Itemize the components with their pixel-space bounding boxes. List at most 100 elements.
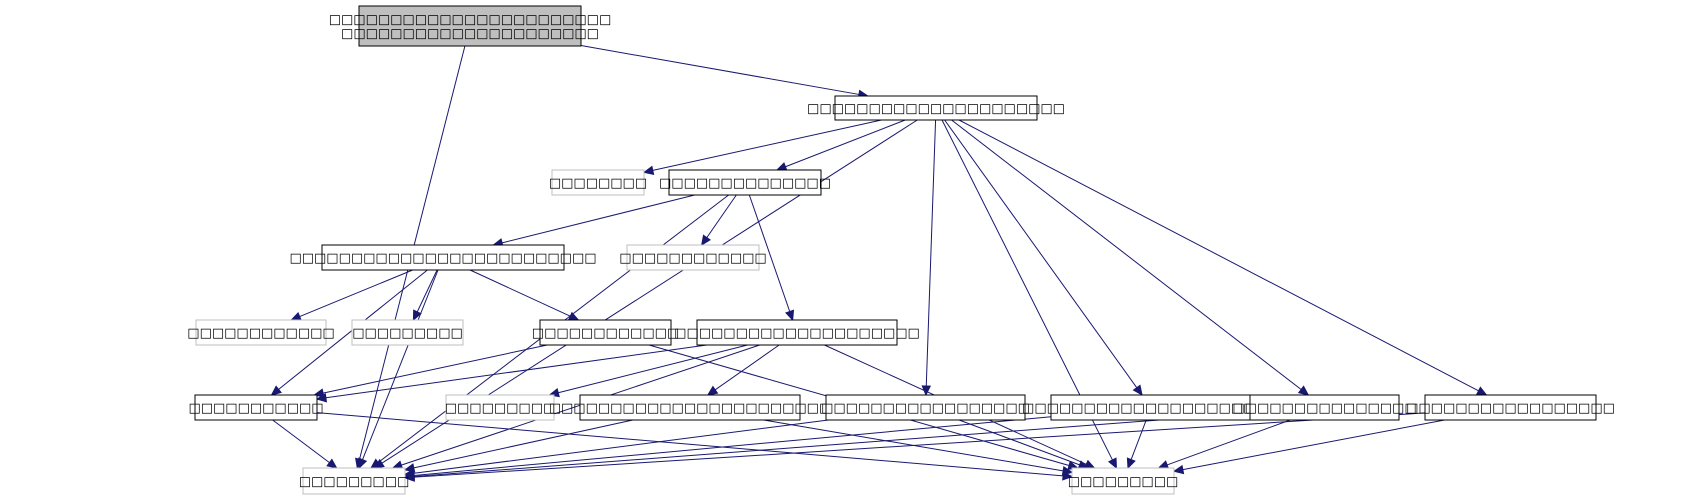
node-n12[interactable]: □□□□□□□□□□□□□□□□□□□□□□□ xyxy=(549,394,832,421)
arrowhead-n9-to-n12 xyxy=(706,385,719,396)
node-label-root-line-1: □□□□□□□□□□□□□□□□□□□□□ xyxy=(341,27,599,42)
arrowhead-n1-to-n3 xyxy=(775,162,788,171)
node-box-n17[interactable] xyxy=(302,467,406,495)
node-n18[interactable]: □□□□□□□□□ xyxy=(1068,467,1179,495)
edge-n4-to-n6 xyxy=(299,269,413,318)
edge-n12-to-n17 xyxy=(413,419,633,469)
node-box-n1[interactable] xyxy=(834,95,1038,121)
node-layer: □□□□□□□□□□□□□□□□□□□□□□□□□□□□□□□□□□□□□□□□… xyxy=(187,5,1615,495)
arrowhead-n16-to-n17 xyxy=(403,472,415,482)
node-label-root-line-0: □□□□□□□□□□□□□□□□□□□□□□□ xyxy=(329,13,612,28)
node-label-n2-line-0: □□□□□□□□ xyxy=(549,176,647,191)
edge-n9-to-n12 xyxy=(714,344,780,391)
node-box-n12[interactable] xyxy=(579,394,801,421)
node-label-n17-line-0: □□□□□□□□□ xyxy=(299,475,410,490)
edge-n1-to-n13 xyxy=(925,119,937,387)
node-label-n7-line-0: □□□□□□□□□ xyxy=(352,326,463,341)
edge-n10-to-n17 xyxy=(272,419,330,464)
node-n9[interactable]: □□□□□□□□□□□□□□□□□□□□ xyxy=(674,319,920,346)
node-box-root[interactable] xyxy=(358,5,582,47)
node-box-n15[interactable] xyxy=(1249,394,1400,421)
edge-n15-to-n17 xyxy=(413,412,1251,477)
arrowhead-n4-to-n8 xyxy=(567,311,580,321)
node-box-n10[interactable] xyxy=(194,394,318,421)
edge-n14-to-n17 xyxy=(413,416,1052,476)
node-label-n10-line-0: □□□□□□□□□□□ xyxy=(188,401,323,416)
edge-n9-to-n10 xyxy=(325,344,707,399)
edge-n13-to-n17 xyxy=(413,419,829,474)
node-box-n6[interactable] xyxy=(195,319,327,346)
arrowhead-n1-to-n2 xyxy=(642,165,655,175)
edge-n1-to-n3 xyxy=(785,119,906,168)
arrowhead-n4-to-n7 xyxy=(412,309,422,322)
arrowhead-n3-to-n5 xyxy=(700,234,711,247)
node-n14[interactable]: □□□□□□□□□□□□□□□□□□□□□ xyxy=(1022,394,1280,421)
node-label-n3-line-0: □□□□□□□□□□□□□□ xyxy=(659,176,831,191)
node-label-n16-line-0: □□□□□□□□□□□□□□□□□ xyxy=(1406,401,1615,416)
arrowhead-n3-to-n9 xyxy=(785,309,795,322)
node-n17[interactable]: □□□□□□□□□ xyxy=(299,467,410,495)
node-n5[interactable]: □□□□□□□□□□□□ xyxy=(619,244,767,271)
node-label-n1-line-0: □□□□□□□□□□□□□□□□□□□□□ xyxy=(807,102,1065,117)
node-box-n18[interactable] xyxy=(1071,467,1175,495)
node-label-n5-line-0: □□□□□□□□□□□□ xyxy=(619,251,766,266)
node-label-n12-line-0: □□□□□□□□□□□□□□□□□□□□□□□ xyxy=(549,401,832,416)
node-box-n7[interactable] xyxy=(351,319,464,346)
edge-n1-to-n2 xyxy=(652,119,882,171)
node-label-n14-line-0: □□□□□□□□□□□□□□□□□□□□□ xyxy=(1022,401,1280,416)
edge-n9-to-n11 xyxy=(558,344,748,394)
node-n7[interactable]: □□□□□□□□□ xyxy=(351,319,464,346)
node-box-n11[interactable] xyxy=(445,394,555,421)
node-label-n4-line-0: □□□□□□□□□□□□□□□□□□□□□□□□□ xyxy=(289,251,596,266)
edge-n4-to-n8 xyxy=(469,269,571,317)
edge-n3-to-n5 xyxy=(706,194,737,238)
arrowhead-n1-to-n14 xyxy=(1132,384,1143,397)
arrowhead-n16-to-n18 xyxy=(1172,464,1185,475)
node-n8[interactable]: □□□□□□□□□□□□ xyxy=(532,319,679,346)
node-box-n4[interactable] xyxy=(321,244,565,271)
node-n11[interactable]: □□□□□□□□□ xyxy=(445,394,556,421)
node-n1[interactable]: □□□□□□□□□□□□□□□□□□□□□ xyxy=(807,95,1065,121)
arrowhead-n3-to-n17 xyxy=(370,458,382,469)
arrowhead-n4-to-n10 xyxy=(270,385,282,396)
node-root[interactable]: □□□□□□□□□□□□□□□□□□□□□□□□□□□□□□□□□□□□□□□□… xyxy=(329,5,612,47)
arrowhead-n14-to-n18 xyxy=(1126,457,1136,470)
arrowhead-n9-to-n10 xyxy=(315,393,328,403)
node-box-n16[interactable] xyxy=(1424,394,1597,421)
node-label-n6-line-0: □□□□□□□□□□□□ xyxy=(187,326,334,341)
node-n16[interactable]: □□□□□□□□□□□□□□□□□ xyxy=(1406,394,1615,421)
node-box-n3[interactable] xyxy=(668,169,822,196)
edge-n4-to-n17 xyxy=(362,269,439,460)
arrowhead-n4-to-n17 xyxy=(358,457,368,470)
node-n15[interactable]: □□□□□□□□□□□□□□□ xyxy=(1232,394,1417,421)
arrowhead-n1-to-n18 xyxy=(1107,457,1118,470)
edge-n4-to-n7 xyxy=(416,269,438,313)
node-box-n8[interactable] xyxy=(539,319,672,346)
node-n4[interactable]: □□□□□□□□□□□□□□□□□□□□□□□□□ xyxy=(289,244,597,271)
edge-n15-to-n18 xyxy=(1166,419,1291,466)
node-n6[interactable]: □□□□□□□□□□□□ xyxy=(187,319,335,346)
edge-n1-to-n16 xyxy=(958,119,1479,392)
edge-n1-to-n15 xyxy=(951,119,1302,390)
arrowhead-n4-to-n6 xyxy=(290,311,302,321)
node-n3[interactable]: □□□□□□□□□□□□□□ xyxy=(659,169,831,196)
arrowhead-n12-to-n18 xyxy=(1061,466,1074,476)
node-box-n9[interactable] xyxy=(696,319,898,346)
arrowhead-n10-to-n17 xyxy=(326,458,338,469)
node-n2[interactable]: □□□□□□□□ xyxy=(549,169,647,196)
node-box-n13[interactable] xyxy=(825,394,1026,421)
node-box-n2[interactable] xyxy=(551,169,645,196)
edge-n13-to-n18 xyxy=(958,419,1080,466)
node-label-n13-line-0: □□□□□□□□□□□□□□□□□ xyxy=(821,401,1030,416)
node-n10[interactable]: □□□□□□□□□□□ xyxy=(188,394,324,421)
node-box-n5[interactable] xyxy=(626,244,760,271)
arrowhead-n1-to-n16 xyxy=(1475,386,1488,396)
node-label-n11-line-0: □□□□□□□□□ xyxy=(445,401,556,416)
edge-n16-to-n18 xyxy=(1182,419,1445,471)
edge-n1-to-n14 xyxy=(944,119,1138,388)
node-label-n8-line-0: □□□□□□□□□□□□ xyxy=(532,326,679,341)
edge-n3-to-n9 xyxy=(748,194,791,312)
node-n13[interactable]: □□□□□□□□□□□□□□□□□ xyxy=(821,394,1030,421)
arrowhead-n1-to-n15 xyxy=(1297,385,1310,396)
